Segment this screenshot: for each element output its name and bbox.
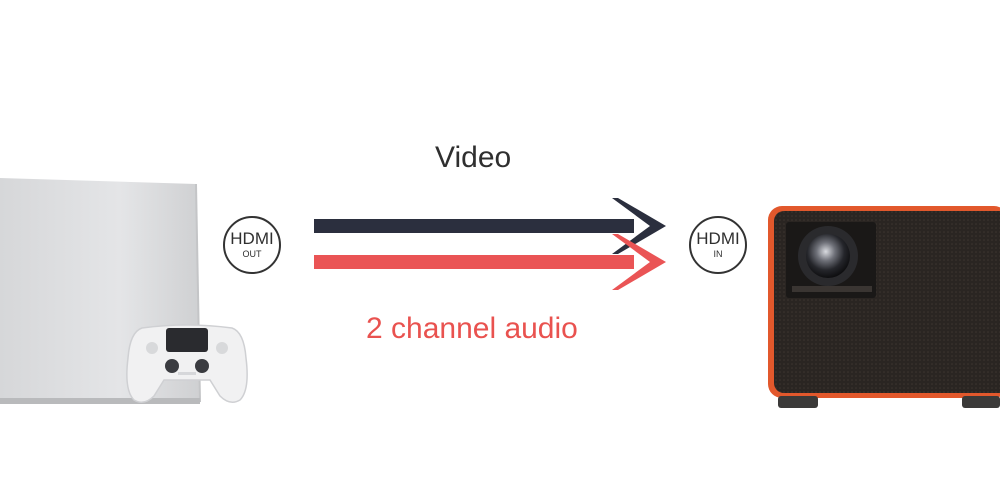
audio-arrow — [314, 234, 666, 290]
hdmi-out-badge: HDMI OUT — [223, 216, 281, 274]
hdmi-in-title: HDMI — [696, 229, 740, 248]
hdmi-out-sub: OUT — [242, 249, 262, 259]
video-label: Video — [435, 141, 512, 174]
audio-label: 2 channel audio — [366, 312, 578, 345]
gamepad-icon — [126, 324, 248, 403]
hdmi-out-title: HDMI — [230, 229, 274, 248]
video-arrow — [314, 198, 666, 254]
hdmi-in-badge: HDMI IN — [689, 216, 747, 274]
projector-icon — [768, 206, 1000, 408]
hdmi-in-sub: IN — [713, 249, 723, 259]
signal-arrows — [314, 198, 666, 290]
